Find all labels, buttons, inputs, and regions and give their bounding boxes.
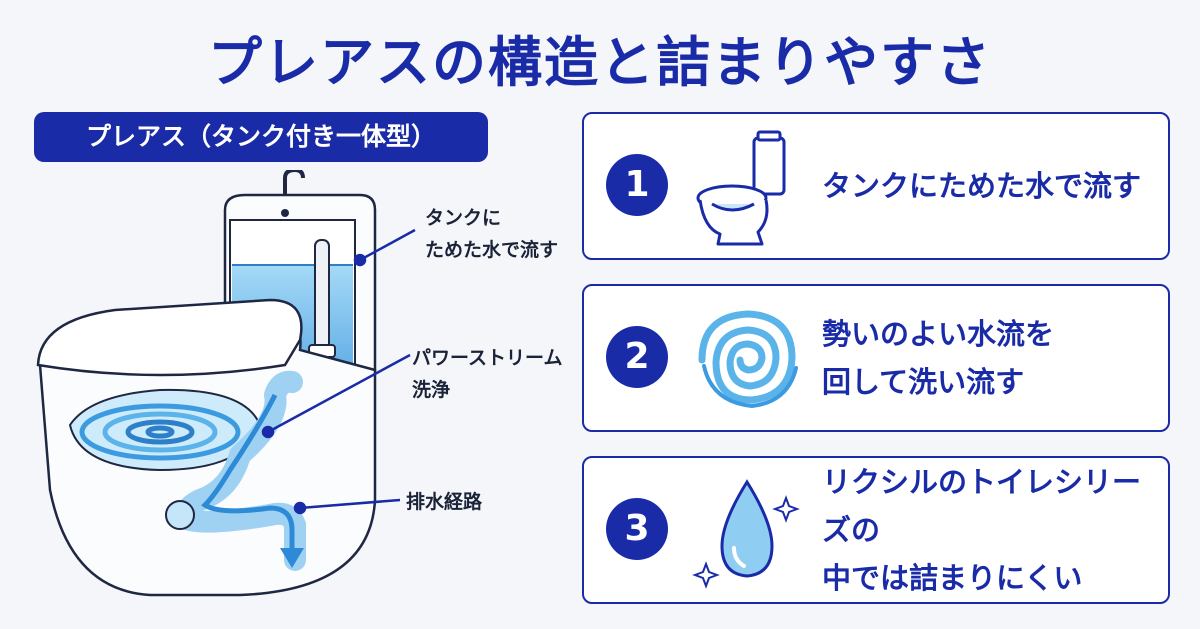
callout-tank-line2: ためた水で流す bbox=[425, 239, 559, 261]
trap-pipe bbox=[165, 370, 306, 571]
model-label: プレアス（タンク付き一体型） bbox=[34, 112, 488, 162]
feature-card-1: 1 タンクにためた水で流す bbox=[582, 112, 1170, 260]
feature-card-2: 2 勢いのよい水流を 回して洗い流す bbox=[582, 284, 1170, 432]
step-number: 1 bbox=[606, 154, 668, 216]
card-1-line1: タンクにためた水で流す bbox=[822, 169, 1142, 203]
card-2-line1: 勢いのよい水流を bbox=[822, 317, 1055, 351]
card-3-line2: 中では詰まりにくい bbox=[822, 561, 1083, 595]
card-2-text: 勢いのよい水流を 回して洗い流す bbox=[822, 286, 1054, 430]
bowl-swirl bbox=[79, 403, 241, 461]
card-2-line2: 回して洗い流す bbox=[822, 365, 1025, 399]
toilet-diagram bbox=[36, 170, 416, 597]
step-number: 2 bbox=[606, 326, 668, 388]
callout-tank: タンクに ためた水で流す bbox=[425, 202, 558, 266]
callout-drain: 排水経路 bbox=[406, 491, 483, 513]
callout-power-line2: 洗浄 bbox=[412, 379, 451, 401]
callout-power: パワーストリーム 洗浄 bbox=[412, 342, 562, 406]
callout-tank-line1: タンクに bbox=[425, 207, 502, 229]
page-title: プレアスの構造と詰まりやすさ bbox=[208, 31, 992, 94]
card-3-line1: リクシルのトイレシリーズの bbox=[822, 465, 1142, 547]
toilet-icon bbox=[696, 130, 786, 246]
card-3-text: リクシルのトイレシリーズの 中では詰まりにくい bbox=[822, 458, 1168, 602]
water-drop-icon bbox=[692, 479, 800, 589]
swirl-icon bbox=[698, 310, 798, 409]
step-number: 3 bbox=[606, 498, 668, 560]
callout-lines bbox=[261, 228, 416, 515]
feature-card-3: 3 リクシルのトイレシリーズの 中では詰まりにくい bbox=[582, 456, 1170, 604]
card-1-text: タンクにためた水で流す bbox=[822, 114, 1141, 258]
callout-power-line1: パワーストリーム bbox=[412, 347, 563, 369]
